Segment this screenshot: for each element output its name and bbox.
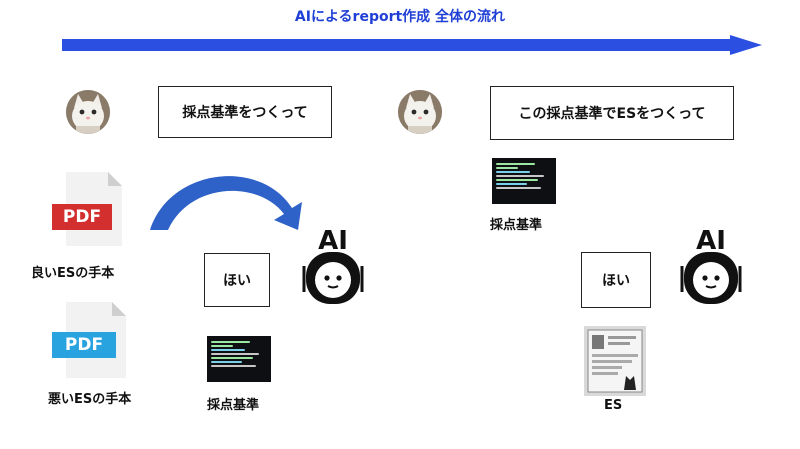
bad-es-pdf-icon: PDF (52, 302, 128, 378)
bad-es-label: 悪いESの手本 (48, 392, 132, 407)
good-es-pdf-icon: PDF (52, 172, 124, 246)
ai-robot-icon-left: AI (300, 226, 366, 308)
request-text-left: 採点基準をつくって (182, 105, 308, 121)
reply-bubble-left: ほい (204, 253, 270, 307)
curved-arrow-icon (150, 176, 302, 230)
user-avatar-right (398, 90, 442, 134)
request-bubble-left: 採点基準をつくって (158, 86, 332, 138)
timeline-arrow (62, 35, 762, 55)
es-document-icon (584, 326, 646, 396)
good-pdf-badge-text: PDF (62, 207, 102, 227)
ai-robot-icon-right: AI (678, 226, 744, 308)
input-label-right: 採点基準 (490, 218, 543, 233)
request-bubble-right: この採点基準でESをつくって (490, 86, 734, 140)
ai-label-right: AI (696, 226, 726, 256)
output-label-left: 採点基準 (207, 398, 260, 413)
good-es-label: 良いESの手本 (31, 266, 115, 281)
reply-text-left: ほい (223, 273, 251, 289)
scoring-criteria-code-thumbnail-left (207, 336, 271, 382)
bad-pdf-badge-text: PDF (64, 335, 104, 355)
ai-label-left: AI (318, 226, 348, 256)
white-cat-avatar-icon (398, 90, 442, 134)
user-avatar-left (66, 90, 110, 134)
diagram-title: AIによるreport作成 全体の流れ (294, 9, 506, 25)
output-label-right: ES (604, 398, 623, 413)
request-text-right: この採点基準でESをつくって (518, 106, 706, 122)
reply-text-right: ほい (602, 273, 630, 289)
scoring-criteria-code-thumbnail-right (492, 158, 556, 204)
white-cat-avatar-icon (66, 90, 110, 134)
reply-bubble-right: ほい (581, 252, 651, 308)
